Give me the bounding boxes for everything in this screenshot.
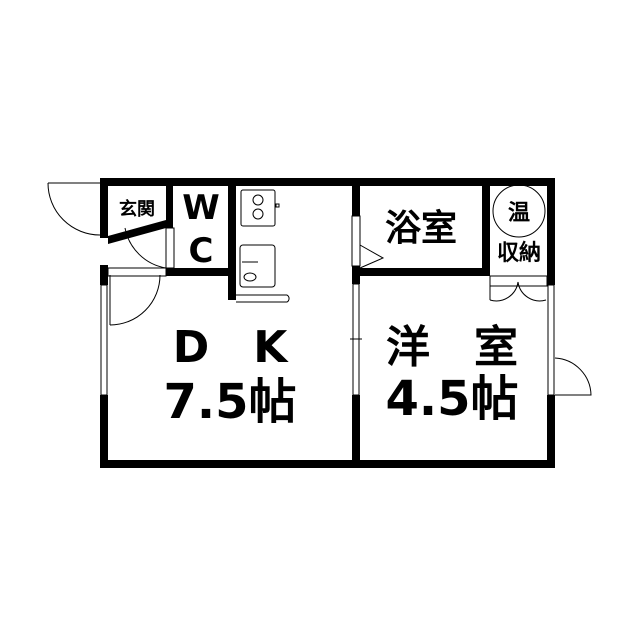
bath-door <box>351 215 361 267</box>
bath-label: 浴室 <box>385 208 457 249</box>
walls <box>100 178 555 468</box>
stove <box>240 189 276 227</box>
entrance-door-swing <box>47 182 101 236</box>
western-window-right <box>547 284 555 396</box>
fixtures <box>47 182 592 396</box>
entrance-label: 玄関 <box>119 198 155 220</box>
western-room-size: 4.5帖 <box>385 371 518 427</box>
balcony-door-swing <box>554 357 592 396</box>
storage-label: 収納 <box>497 240 541 266</box>
wc-label-c: C <box>189 231 214 271</box>
dk-door-swing <box>109 274 161 326</box>
bath-door-swing <box>359 244 385 269</box>
wc-door <box>165 227 175 269</box>
sink <box>239 244 276 288</box>
dk-size: 7.5帖 <box>163 374 296 430</box>
storage-door-swing <box>489 281 547 302</box>
water-heater-circle <box>492 184 546 238</box>
wc-door-swing <box>124 227 167 269</box>
water-heater-label: 温 <box>508 201 530 226</box>
dk-label: D K <box>173 322 290 373</box>
wc-label-w: W <box>182 188 220 228</box>
western-room-label: 洋 室 <box>386 322 518 373</box>
dk-window <box>100 284 108 396</box>
